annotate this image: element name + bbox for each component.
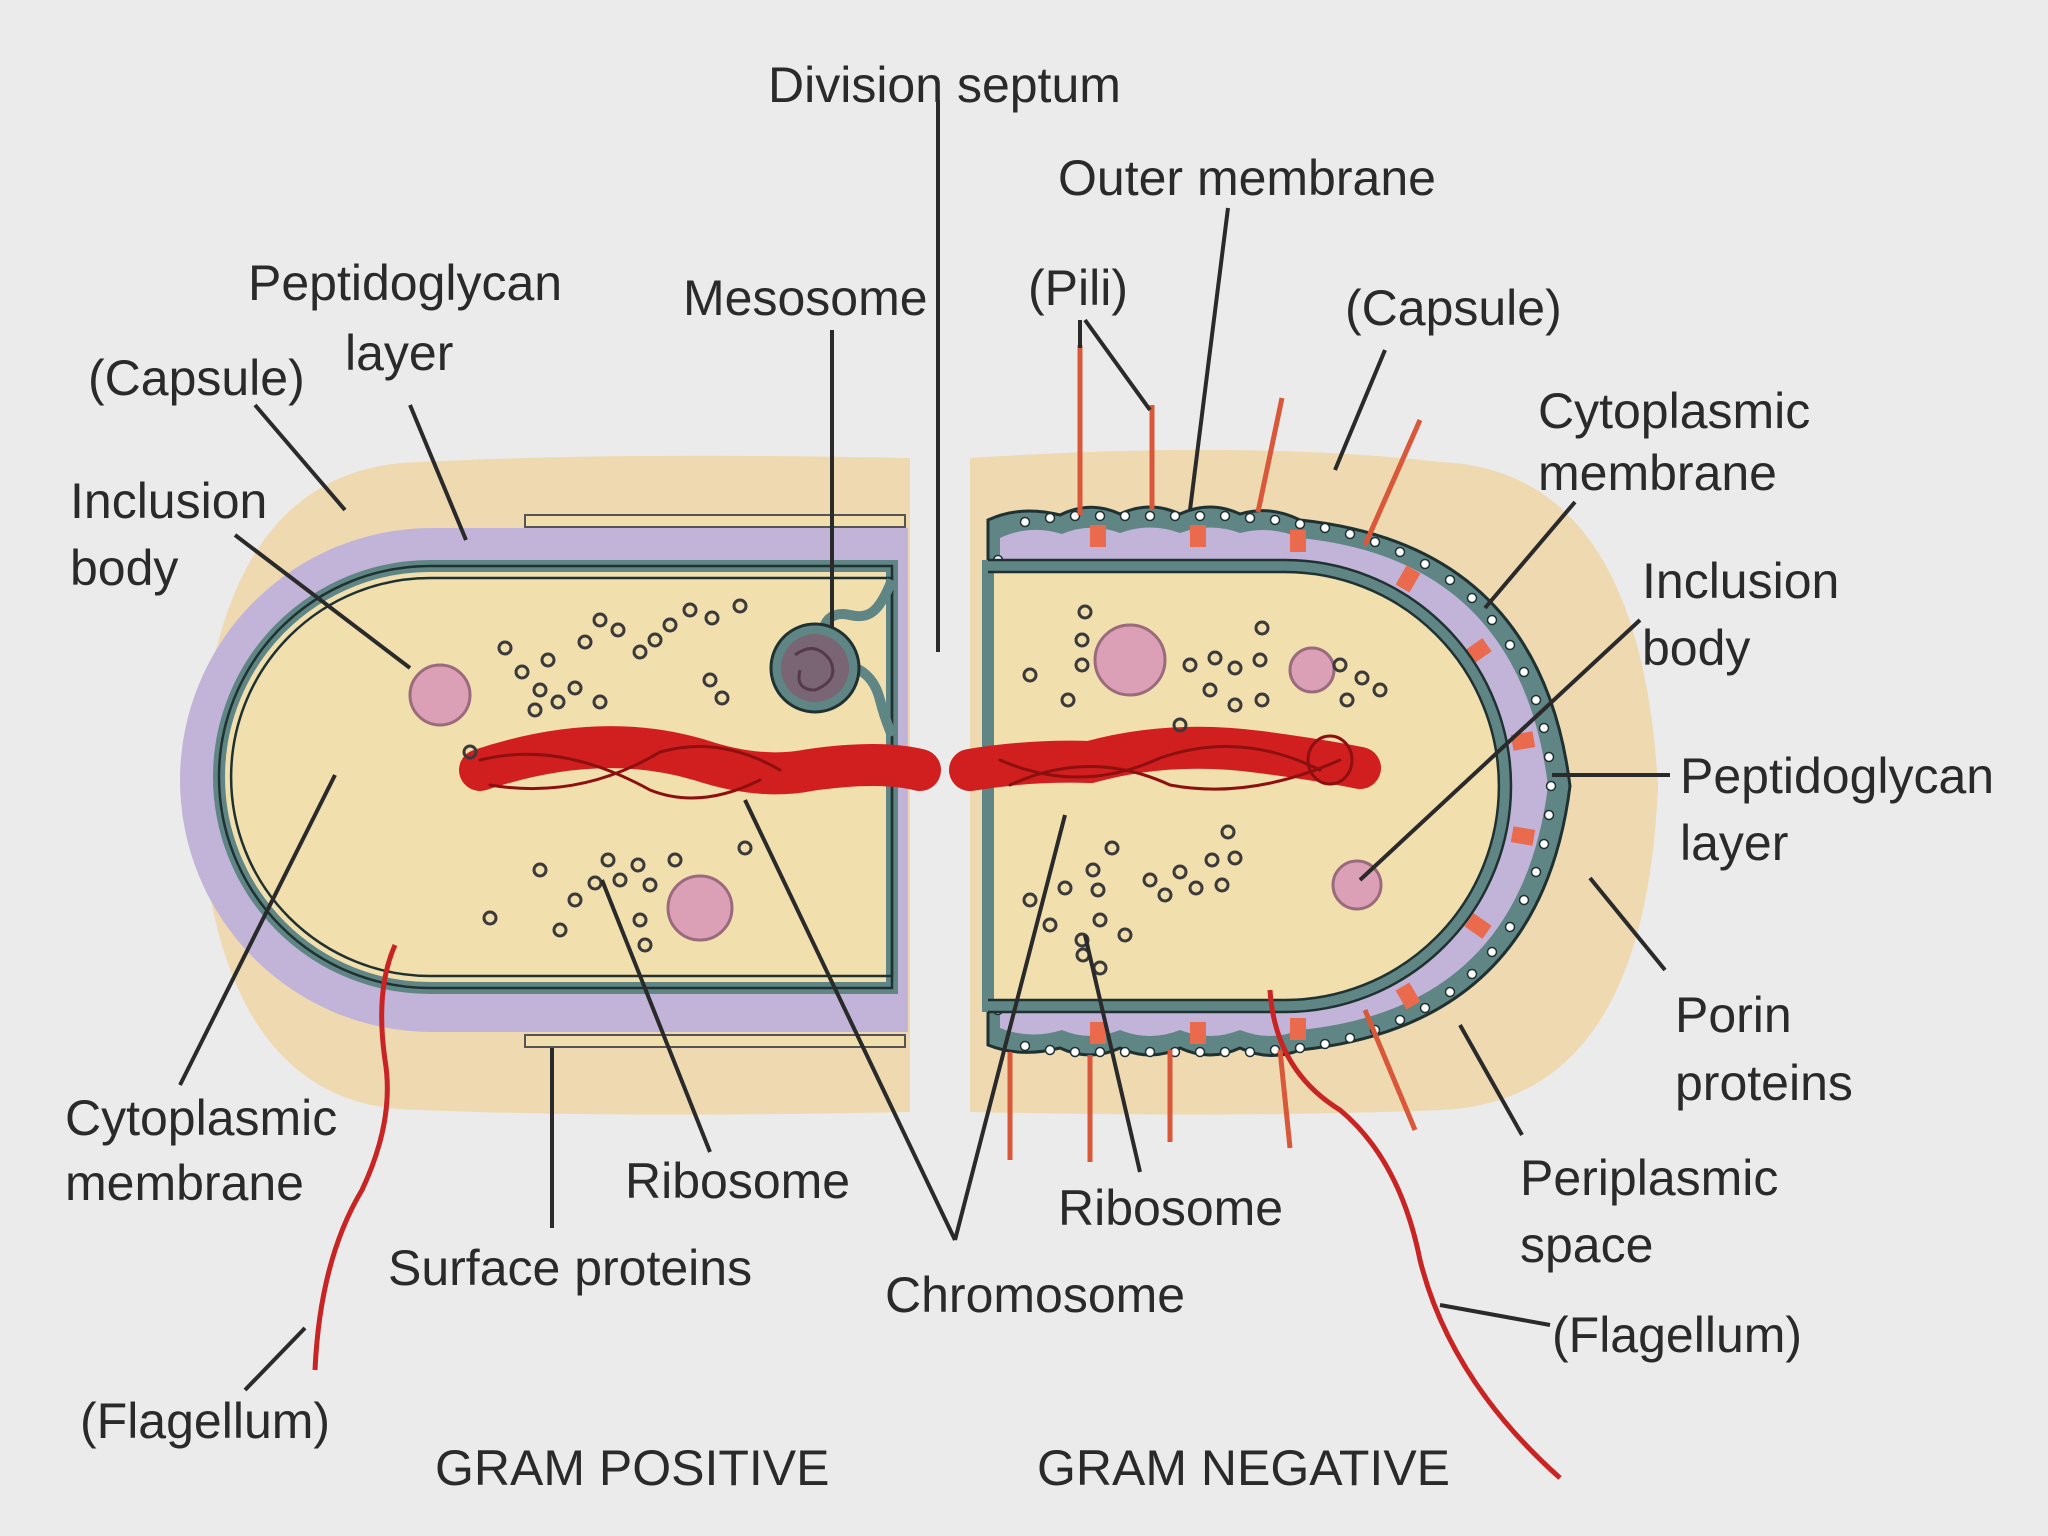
label-periplasmic-2: space	[1520, 1217, 1653, 1273]
label-peptidoglycan-right-1: Peptidoglycan	[1680, 748, 1994, 804]
label-surface-proteins: Surface proteins	[388, 1240, 752, 1296]
label-flagellum-left: (Flagellum)	[80, 1393, 330, 1449]
label-flagellum-right: (Flagellum)	[1552, 1307, 1802, 1363]
label-cytoplasmic-membrane-left-1: Cytoplasmic	[65, 1090, 337, 1146]
flagellum-left	[312, 943, 398, 1371]
label-inclusion-right-2: body	[1642, 620, 1750, 676]
pili	[1007, 345, 1423, 1162]
inclusion-bodies	[408, 623, 1383, 942]
ribosomes	[462, 598, 1388, 976]
label-peptidoglycan-left-2: layer	[345, 325, 453, 381]
label-porin-1: Porin	[1675, 987, 1792, 1043]
label-capsule-left: (Capsule)	[88, 350, 305, 406]
surface-proteins-top	[524, 514, 906, 528]
label-peptidoglycan-left-1: Peptidoglycan	[248, 255, 562, 311]
leader-lines	[178, 100, 1670, 1392]
label-inclusion-left-1: Inclusion	[70, 473, 267, 529]
flagellum-right	[1267, 989, 1562, 1480]
label-cytoplasmic-membrane-right-2: membrane	[1538, 445, 1777, 501]
label-porin-2: proteins	[1675, 1055, 1853, 1111]
label-inclusion-left-2: body	[70, 540, 178, 596]
label-peptidoglycan-right-2: layer	[1680, 815, 1788, 871]
label-periplasmic-1: Periplasmic	[1520, 1150, 1778, 1206]
chromosome	[459, 726, 1381, 800]
label-division-septum: Division septum	[768, 57, 1121, 113]
mesosome	[769, 578, 897, 738]
label-chromosome: Chromosome	[885, 1267, 1185, 1323]
label-inclusion-right-1: Inclusion	[1642, 553, 1839, 609]
surface-proteins-bottom	[524, 1034, 906, 1048]
label-outer-membrane: Outer membrane	[1058, 150, 1436, 206]
labels: Division septum Outer membrane (Pili) Me…	[65, 57, 1994, 1496]
label-pili: (Pili)	[1028, 260, 1128, 316]
label-capsule-right: (Capsule)	[1345, 280, 1562, 336]
label-ribosome-left: Ribosome	[625, 1153, 850, 1209]
label-cytoplasmic-membrane-left-2: membrane	[65, 1155, 304, 1211]
caption-gram-negative: GRAM NEGATIVE	[1037, 1440, 1450, 1496]
label-ribosome-right: Ribosome	[1058, 1180, 1283, 1236]
label-mesosome: Mesosome	[683, 270, 928, 326]
label-cytoplasmic-membrane-right-1: Cytoplasmic	[1538, 383, 1810, 439]
caption-gram-positive: GRAM POSITIVE	[435, 1440, 830, 1496]
